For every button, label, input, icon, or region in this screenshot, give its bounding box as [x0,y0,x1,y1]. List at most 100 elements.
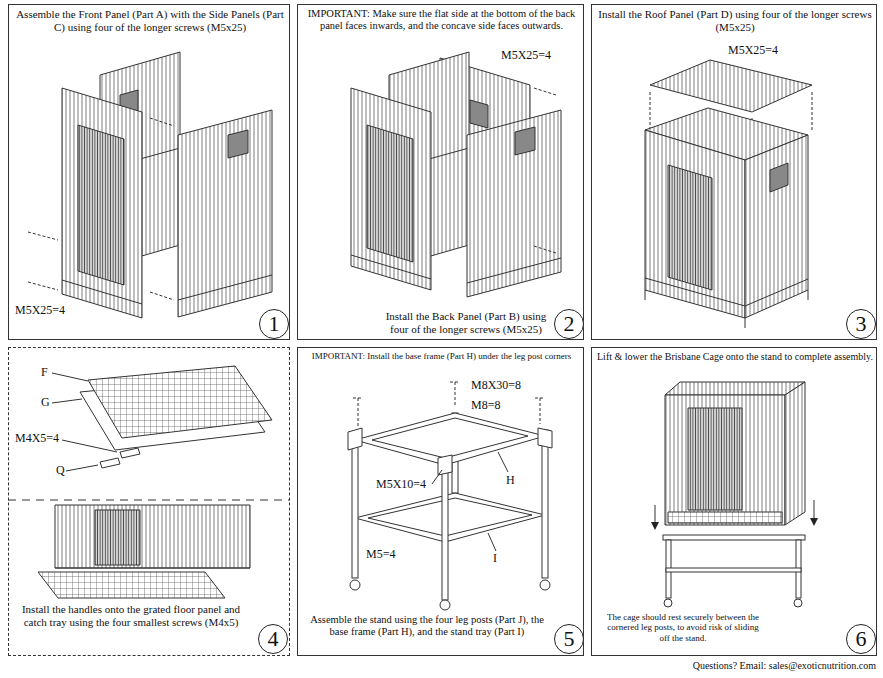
cage-roof-step3-part [645,278,745,306]
cage-panels-step1-part [178,110,272,317]
instruction-text: Install the Back Panel (Part B) using fo… [383,310,549,335]
screw-callout: M8X30=8 [470,379,522,393]
part-letter: I [492,552,498,566]
floor-grate-and-tray-part [55,568,250,569]
cage-panels-step2 [351,52,561,297]
cage-panels-step1-part [228,130,248,158]
cage-panels-step2-part [351,255,431,279]
stand-assembly [348,382,552,610]
cage-panels-step2-part [351,88,431,290]
cage-roof-step3-part [650,60,812,112]
cage-on-stand-part [663,535,805,540]
stand-assembly-part [352,434,358,578]
floor-grate-and-tray-part [120,448,140,458]
step-number: 2 [564,313,575,335]
cage-roof-step3-part [745,279,808,306]
part-letter: Q [55,464,66,478]
cage-roof-step3-part [645,290,808,328]
screw-callout: M5=4 [365,548,396,562]
step-circle: 3 [846,309,876,339]
cage-panels-step2-part [467,110,561,297]
step-panel: Install the handles onto the grated floo… [8,347,290,656]
step-number: 5 [564,628,575,650]
cage-roof-step3 [645,60,812,328]
instruction-text: Lift & lower the Brisbane Cage onto the … [597,351,873,363]
cage-on-stand-part [785,382,805,525]
instruction-text: Install the Roof Panel (Part D) using fo… [598,8,872,33]
step-number: 1 [269,313,280,335]
cage-panels-step1-part [178,275,272,300]
screw-callout: M5X25=4 [727,44,779,58]
stand-assembly-part [542,430,548,578]
floor-grate-and-tray-part [100,458,120,468]
floor-grate-and-tray [8,366,290,598]
cage-roof-step3-part [745,135,808,318]
step-number: 3 [856,313,867,335]
stand-assembly-part [538,428,552,448]
stand-assembly-part [355,493,545,542]
cage-panels-step2-part [367,125,413,262]
cage-panels-step2-part [515,127,535,155]
cage-on-stand-part [666,568,801,572]
note-text: The cage should rest securely between th… [607,612,759,643]
floor-grate-and-tray-part [52,373,117,471]
step-circle: 4 [258,624,288,654]
part-letter: F [40,366,49,380]
cage-on-stand-part [665,395,785,525]
step-panel: IMPORTANT: Install the base frame (Part … [297,347,584,656]
step-number: 6 [856,628,867,650]
cage-panels-step2-part [470,100,488,128]
cage-panels-step1-part [28,118,174,300]
instruction-text: Assemble the Front Panel (Part A) with t… [15,8,285,33]
stand-assembly-part [442,459,448,600]
step-circle: 6 [846,624,876,654]
cage-panels-step1-part [62,88,142,318]
cage-on-stand-part [688,408,742,510]
stand-assembly-part [350,580,360,590]
stand-assembly-part [348,428,362,450]
cage-on-stand-part [655,505,656,528]
stand-assembly-part [440,600,450,610]
screw-callout: M4X5=4 [14,432,60,446]
screw-callout: M5X10=4 [375,478,427,492]
step-circle: 2 [554,309,584,339]
cage-panels-step1-part [78,125,124,285]
cage-roof-step3-part [770,163,788,192]
screw-callout: M5X25=4 [500,49,552,63]
floor-grate-and-tray-part [55,505,250,568]
part-letter: G [40,396,51,410]
screw-callout: M5X25=4 [14,304,66,318]
step-circle: 5 [554,624,584,654]
important-note: IMPORTANT: Make sure the flat side at th… [303,8,580,32]
floor-grate-and-tray-part [88,366,272,438]
step-circle: 1 [259,309,289,339]
cage-roof-step3-part [645,130,745,318]
contact-footer: Questions? Email: sales@exoticnutrition.… [692,660,877,672]
stand-assembly-part [368,498,532,536]
stand-assembly-part [432,452,508,551]
instruction-text: Assemble the stand using the four leg po… [303,614,551,638]
step-panel: Assemble the Front Panel (Part A) with t… [8,4,290,340]
floor-grate-and-tray-part [95,510,140,565]
cage-on-stand-part [794,599,802,607]
cage-panels-step1-part [62,280,142,304]
cage-panels-step2-part [467,258,561,283]
cage-panels-step1 [28,52,272,318]
floor-grate-and-tray-part [38,572,225,598]
cage-panels-step2-part [534,88,556,253]
important-note: IMPORTANT: Install the base frame (Part … [302,351,581,361]
screw-callout: M8=8 [470,399,501,413]
stand-assembly-part [540,580,550,590]
cage-on-stand-part [814,500,815,524]
cage-on-stand-part [668,512,782,523]
cage-on-stand [655,382,814,607]
step-number: 4 [268,628,279,650]
cage-roof-step3-part [668,165,712,290]
instruction-text: Install the handles onto the grated floo… [13,603,249,628]
floor-grate-and-tray-part [8,500,290,501]
stand-assembly-part [372,418,528,458]
cage-on-stand-part [664,599,672,607]
step-panel: Lift & lower the Brisbane Cage onto the … [591,347,877,656]
